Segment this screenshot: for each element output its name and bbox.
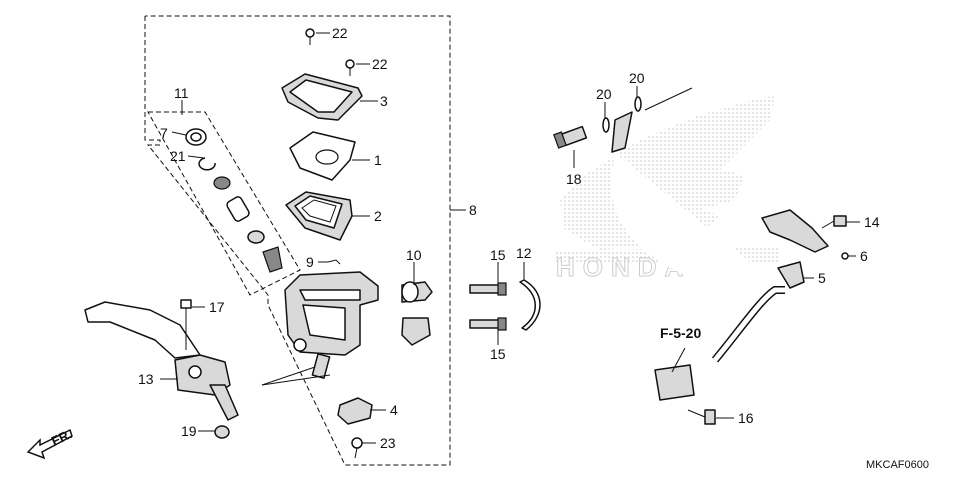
assembly-boundary (144, 15, 451, 466)
part-label-12: 12 (516, 245, 532, 261)
brake-lever (84, 301, 239, 421)
part-label-14: 14 (864, 214, 880, 230)
screw-22-top (305, 28, 315, 45)
part-label-3: 3 (380, 93, 388, 109)
hose-clamp-6 (761, 209, 849, 260)
front-brake-switch (337, 397, 373, 425)
part-label-9: 9 (306, 254, 314, 270)
part-label-1: 1 (374, 152, 382, 168)
screw-22-second (345, 59, 355, 76)
pivot-bolt-17 (180, 299, 192, 350)
part-label-5: 5 (818, 270, 826, 286)
part-label-16: 16 (738, 410, 754, 426)
part-label-8: 8 (469, 202, 477, 218)
piston-kit-parts (185, 128, 283, 273)
part-label-13: 13 (138, 371, 154, 387)
part-label-20b: 20 (629, 70, 645, 86)
bolt-16 (687, 409, 716, 425)
front-direction-arrow: FR. (26, 426, 74, 460)
part-label-17: 17 (209, 299, 225, 315)
bolt-14 (821, 215, 847, 229)
part-label-20a: 20 (596, 86, 612, 102)
handlebar-clamp (401, 281, 433, 346)
part-label-15b: 15 (490, 346, 506, 362)
master-cylinder-body (261, 271, 379, 386)
diagram-code: MKCAF0600 (866, 459, 929, 471)
leader-lines (160, 32, 860, 444)
sealing-washers-20 (602, 96, 642, 133)
part-label-6: 6 (860, 248, 868, 264)
part-label-23: 23 (380, 435, 396, 451)
part-label-10: 10 (406, 247, 422, 263)
part-label-18: 18 (566, 171, 582, 187)
pin-9 (327, 259, 341, 265)
part-label-4: 4 (390, 402, 398, 418)
rubber-diaphragm (285, 191, 353, 241)
part-label-11: 11 (174, 85, 189, 101)
part-label-2: 2 (374, 208, 382, 224)
part-label-7: 7 (160, 125, 168, 141)
holder-clip-12 (519, 279, 541, 331)
clamp-bolts-15 (469, 282, 507, 331)
part-label-15a: 15 (490, 247, 506, 263)
screw-23 (351, 437, 363, 459)
reference-label: F-5-20 (660, 325, 701, 341)
reservoir-cap (281, 73, 363, 121)
nut-19 (214, 425, 230, 439)
piston-kit-boundary (147, 111, 301, 296)
part-label-22b: 22 (372, 56, 388, 72)
part-label-22a: 22 (332, 25, 348, 41)
part-label-19: 19 (181, 423, 197, 439)
brake-hose (611, 111, 805, 401)
banjo-bolt-18 (553, 125, 588, 149)
diaphragm-plate (289, 131, 356, 181)
part-label-21: 21 (170, 148, 186, 164)
